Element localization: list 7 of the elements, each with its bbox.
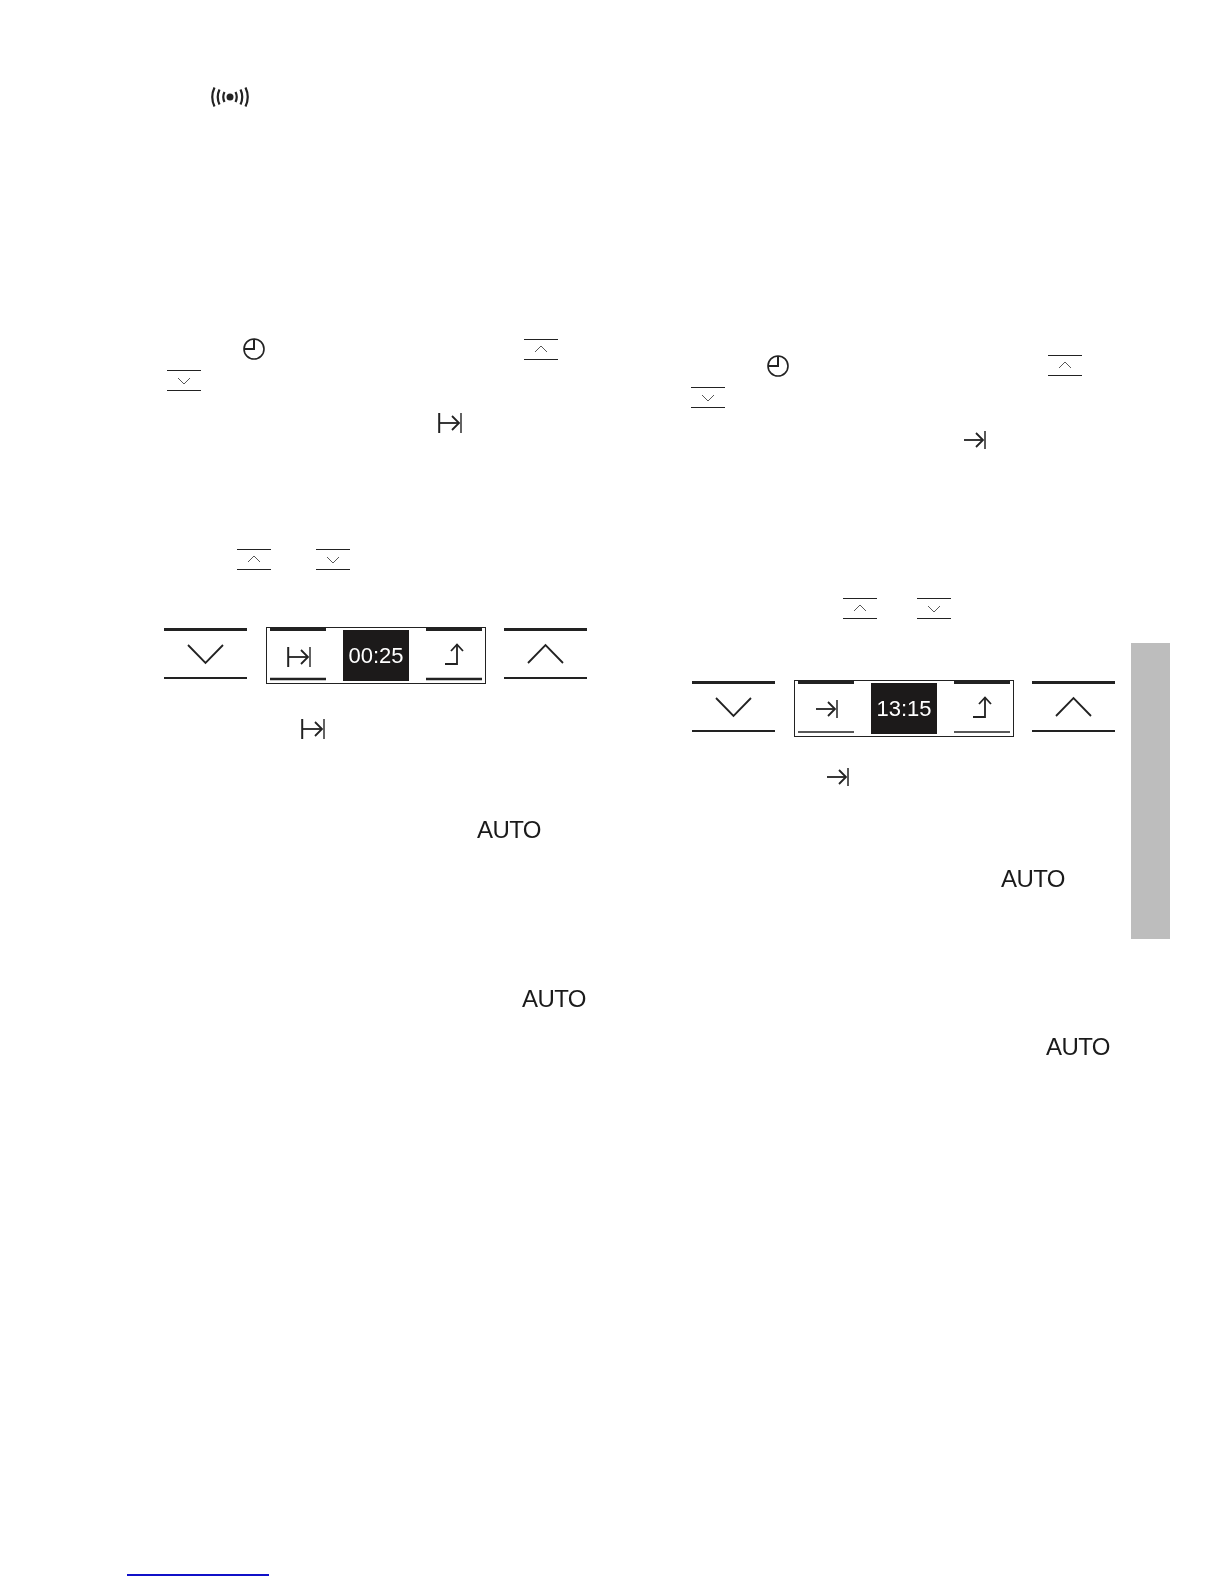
key-name-text: AUTO xyxy=(1046,1035,1110,1059)
key-name-text: AUTO xyxy=(1001,867,1065,891)
key-name-text: AUTO xyxy=(522,987,586,1011)
time-readout: 13:15 xyxy=(871,683,937,734)
time-readout: 00:25 xyxy=(343,630,409,681)
key-name-text: AUTO xyxy=(477,818,541,842)
side-tab xyxy=(1131,643,1170,939)
